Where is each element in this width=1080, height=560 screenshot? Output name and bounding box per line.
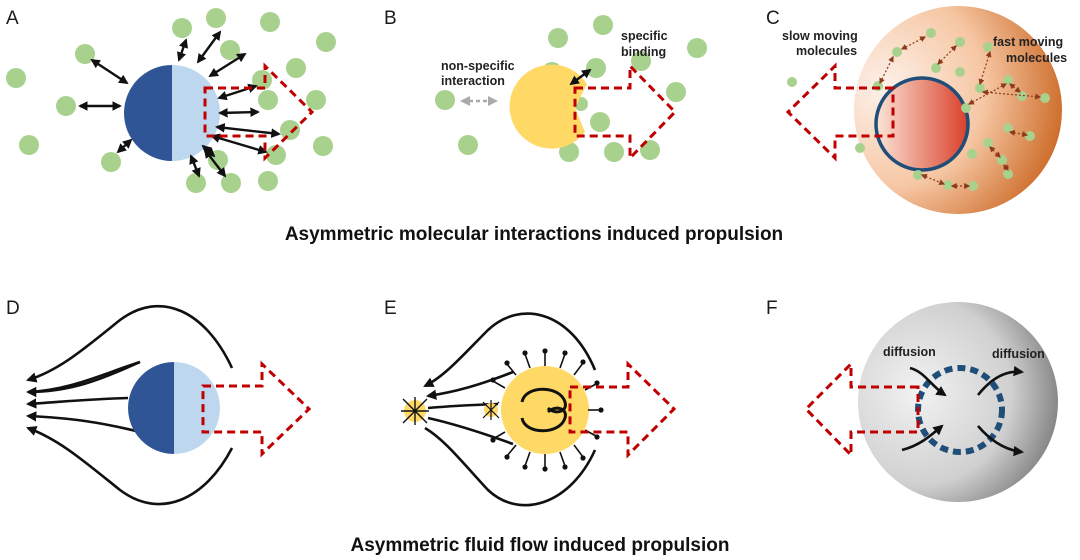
- panel-a: A: [6, 8, 336, 193]
- panel-b-letter: B: [384, 8, 397, 29]
- inner-loops-e: [520, 387, 567, 433]
- streamlines-d: [25, 304, 234, 506]
- specific-label-1: specific: [621, 29, 668, 43]
- propulsion-arrow-f: [803, 360, 920, 459]
- panel-f-letter: F: [766, 298, 778, 319]
- diffusion-label-left: diffusion: [883, 345, 936, 359]
- gradient-halo-f: [858, 302, 1058, 502]
- fast-label-2: molecules: [1006, 51, 1067, 65]
- particle-d: [128, 362, 220, 454]
- propulsion-arrow-b: [573, 62, 678, 162]
- slow-label-1: slow moving: [782, 29, 858, 43]
- panel-f: F diffusion diffusion: [766, 298, 1058, 502]
- fast-label-1: fast moving: [993, 35, 1063, 49]
- star-particle-1: [401, 397, 429, 425]
- caption-bottom: Asymmetric fluid flow induced propulsion: [351, 535, 730, 556]
- collision-arrows-c: [879, 36, 1042, 189]
- particle-b: [509, 64, 587, 149]
- star-particle-2: [482, 400, 500, 420]
- caption-top: Asymmetric molecular interactions induce…: [285, 224, 783, 245]
- streamlines-e: [423, 312, 597, 507]
- nonspecific-label-1: non-specific: [441, 59, 515, 73]
- panel-e-letter: E: [384, 298, 397, 319]
- specific-label-2: binding: [621, 45, 666, 59]
- specific-arrow: [569, 68, 592, 86]
- panel-d-letter: D: [6, 298, 20, 319]
- particle-c: [874, 76, 970, 172]
- panel-a-letter: A: [6, 8, 19, 29]
- diffusion-arrows-f: [901, 365, 1025, 457]
- flagella-tips-e: [490, 348, 604, 472]
- slow-label-2: molecules: [796, 44, 857, 58]
- panel-e: E: [384, 298, 677, 507]
- interaction-arrows-a: [78, 30, 281, 178]
- diffusion-label-right: diffusion: [992, 347, 1045, 361]
- nonspecific-label-2: interaction: [441, 74, 505, 88]
- panel-c-letter: C: [766, 8, 780, 29]
- panel-d: D: [6, 298, 312, 506]
- panel-c: C slow moving mol: [766, 6, 1067, 214]
- particle-e: [501, 366, 589, 454]
- panel-b: B non-specific interaction specific bind…: [384, 8, 707, 162]
